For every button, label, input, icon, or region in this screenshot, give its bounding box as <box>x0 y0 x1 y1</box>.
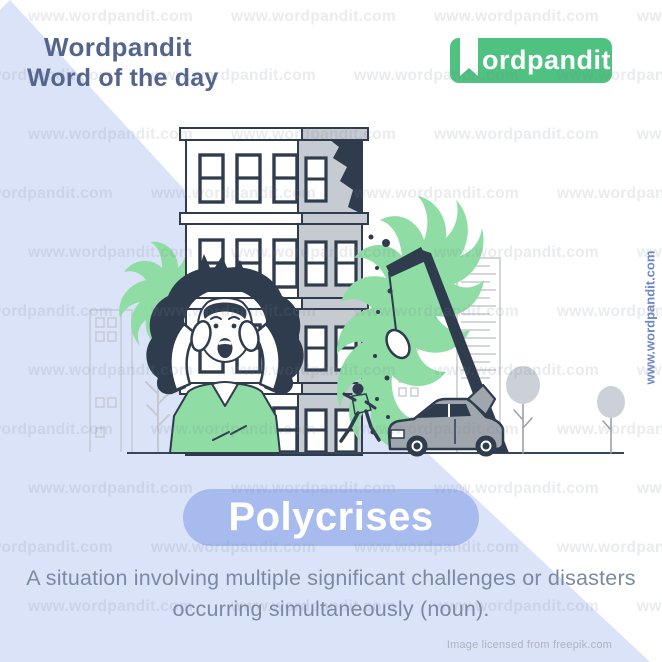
building-damage <box>330 140 362 214</box>
word-definition: A situation involving multiple significa… <box>0 563 662 625</box>
card-subtitle: Word of the day <box>27 64 219 92</box>
wordpandit-logo-badge: ordpandit <box>450 33 612 83</box>
vertical-watermark: www.wordpandit.com <box>642 250 658 385</box>
running-person <box>339 383 381 443</box>
fire-flame-right <box>336 196 484 450</box>
woman-shirt <box>169 382 281 454</box>
definition-line-1: A situation involving multiple significa… <box>26 566 636 590</box>
word-pill: Polycrises <box>183 489 479 546</box>
bare-tree-left-icon <box>145 377 171 454</box>
round-tree-right <box>597 386 625 454</box>
bookmark-icon <box>460 33 478 76</box>
word-of-the-day: Polycrises <box>228 495 434 539</box>
screaming-woman <box>146 254 304 454</box>
logo-text: ordpandit <box>482 45 611 75</box>
debris-specks <box>368 234 393 435</box>
city-building-left-outline <box>89 309 133 452</box>
image-license-note: Image licensed from freepik.com <box>446 639 612 651</box>
fire-flame-left <box>119 240 206 350</box>
definition-line-2: occurring simultaneously (noun). <box>172 597 490 621</box>
crashed-car <box>387 383 505 457</box>
brand-title: Wordpandit <box>44 32 192 62</box>
round-tree-mid <box>506 366 540 454</box>
woman-hair <box>146 267 304 395</box>
